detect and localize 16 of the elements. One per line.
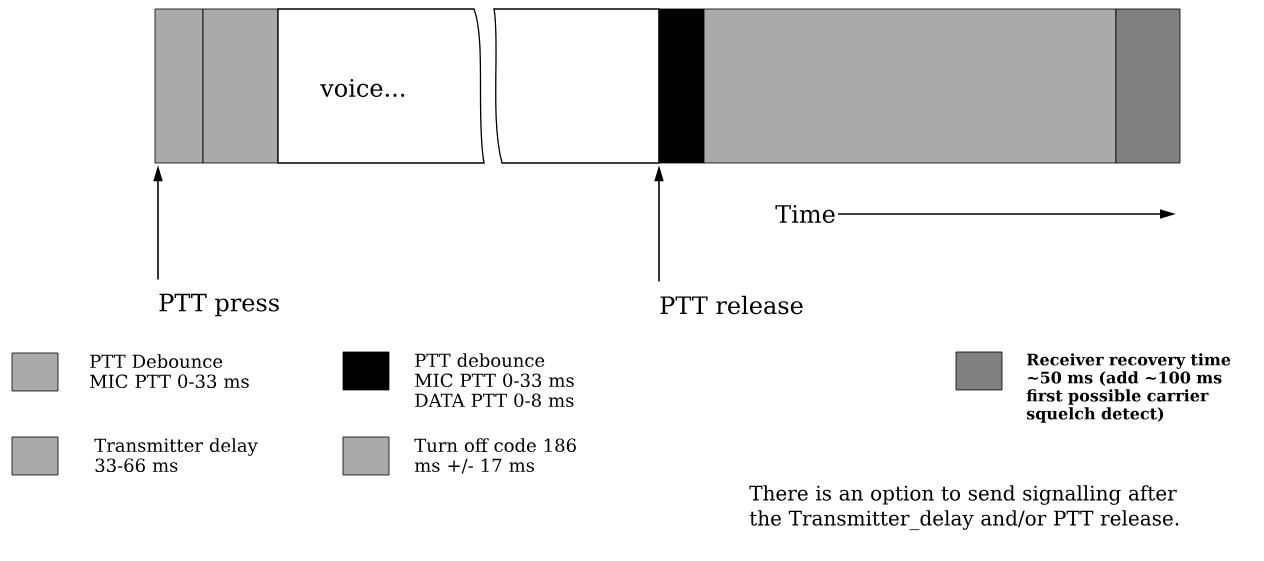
event-label: PTT release (660, 295, 803, 315)
timeline-segment (1115, 8, 1181, 164)
legend-text: PTT Debounce MIC PTT 0-33 ms (90, 354, 249, 389)
note-text: There is an option to send signalling after the Transmitter_delay and/or PTT release. (749, 485, 1179, 531)
time-label: Time (775, 205, 835, 223)
legend-text: Turn off code 186 ms +/- 17 ms (414, 438, 576, 474)
timeline-segment (493, 8, 660, 164)
voice-segment: voice... (277, 8, 485, 164)
timeline-segment (703, 8, 1117, 164)
timeline-segment (202, 8, 279, 164)
event-label: PTT press (159, 293, 279, 317)
legend-text: Receiver recovery time ~50 ms (add ~100 ms first possible carrier squelch detect) (1026, 353, 1231, 423)
timeline-segment (658, 8, 705, 164)
legend-text: PTT debounce MIC PTT 0-33 ms DATA PTT 0-8 ms (415, 353, 574, 408)
timeline-segment (154, 8, 204, 164)
legend-text: Transmitter delay 33-66 ms (94, 438, 258, 473)
